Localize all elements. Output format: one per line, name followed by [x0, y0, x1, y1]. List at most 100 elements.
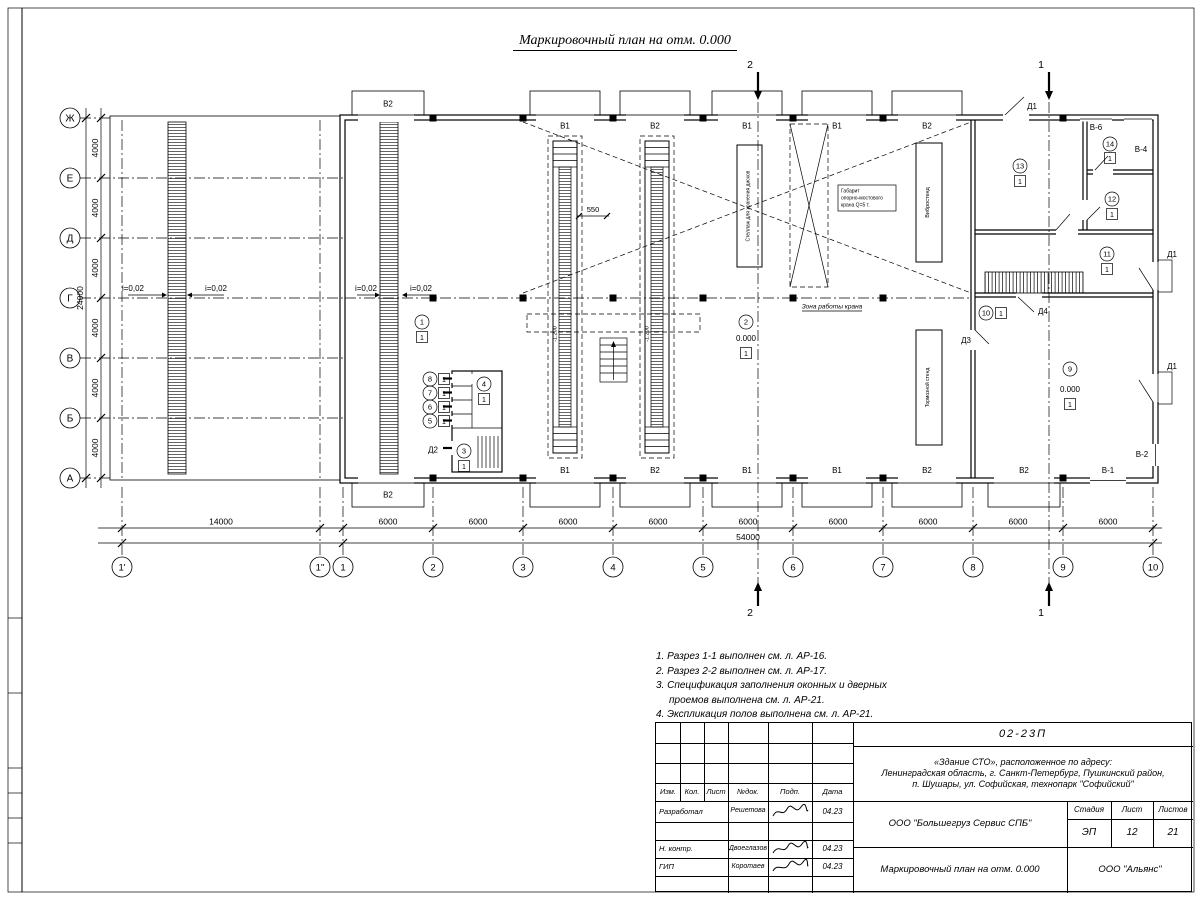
gate-label: В2: [383, 100, 393, 109]
axis-row-label: Ж: [65, 114, 75, 125]
columns: [429, 114, 1067, 482]
dim-label: 6000: [1099, 517, 1118, 527]
hall-stair: [599, 337, 628, 383]
dim-label: 6000: [829, 517, 848, 527]
object-address-line: «Здание СТО», расположенное по адресу:: [934, 756, 1112, 767]
object-address-line: Ленинградская область, г. Санкт-Петербур…: [881, 767, 1165, 778]
role-cell: ГИП: [659, 862, 674, 872]
room-number: 6: [428, 403, 432, 412]
note-line: 1. Разрез 1-1 выполнен см. л. АР-16.: [656, 651, 828, 662]
floor-type-mark: 1: [482, 397, 486, 404]
dim-label: 6000: [1009, 517, 1028, 527]
room-number: 4: [482, 380, 486, 389]
floor-type-mark: 1: [420, 335, 424, 342]
gates-top: В2 В1 В2 В1 В1 В2: [351, 90, 963, 131]
axis-col-label: 9: [1060, 563, 1065, 574]
door-label: Д1: [1167, 362, 1177, 371]
shelf-outline: [736, 144, 763, 268]
dim-label: 6000: [739, 517, 758, 527]
equipment: Стеллаж для хранения дисков Габарит опор…: [736, 123, 943, 446]
door-label: Д2: [428, 446, 438, 455]
room-number: 9: [1068, 365, 1072, 374]
axis-col-label: 1': [118, 563, 125, 574]
gate-label: В1: [560, 466, 570, 475]
doc-number: 02-23П: [998, 727, 1048, 740]
signature: [770, 858, 810, 881]
stage-header: Стадия: [1074, 805, 1104, 814]
elevation-mark: 0.000: [1060, 385, 1081, 394]
slope-label: i=0,02: [205, 284, 228, 293]
floor-type-mark: 1: [999, 311, 1003, 318]
crane-note-line: Габарит: [841, 189, 860, 195]
drain-strip: [167, 121, 187, 475]
section-number: 2: [747, 59, 753, 71]
section-number: 1: [1038, 607, 1044, 619]
floor-type-mark: 1: [462, 464, 466, 471]
axis-row-label: А: [67, 474, 74, 485]
role-cell: Н. контр.: [659, 844, 693, 854]
date-cell: 04.23: [822, 862, 843, 871]
axis-row-label: Г: [67, 294, 73, 305]
door-label: Д3: [961, 336, 971, 345]
crane-outline: [789, 123, 829, 288]
gate-label: В2: [650, 466, 660, 475]
dim-label: 4000: [90, 438, 100, 457]
axis-row-label: Б: [67, 414, 74, 425]
dim-total-label: 54000: [736, 532, 760, 542]
window-label: В-1: [1102, 466, 1115, 475]
gate-label: В2: [1019, 466, 1029, 475]
axis-row-label: В: [67, 354, 74, 365]
signature: [770, 803, 810, 826]
rev-header: Подп.: [780, 787, 800, 797]
pit-depth-label: -1.200: [553, 326, 559, 342]
sheets-header: Листов: [1158, 805, 1188, 814]
service-pit-2: -1.200: [639, 135, 675, 459]
dim-label: 6000: [469, 517, 488, 527]
window-label: В-2: [1136, 450, 1149, 459]
axis-col-label: 2: [430, 563, 435, 574]
room-number: 3: [462, 447, 466, 456]
sheet-title: Маркировочный план на отм. 0.000: [880, 864, 1040, 876]
room-number: 14: [1106, 140, 1114, 149]
date-cell: 04.23: [822, 806, 843, 816]
floor-type-mark: 1: [442, 377, 446, 384]
room-number: 7: [428, 389, 432, 398]
gate-label: В1: [560, 122, 570, 131]
room-marks: 1 1 2 0.000 1 3 1 4 1 5 6 7 8 9 0.000 1 …: [414, 136, 1120, 472]
rev-header: №док.: [736, 787, 760, 797]
room-number: 12: [1108, 195, 1116, 204]
equipment-label: Тормозной стенд: [924, 368, 931, 408]
crane-zone-label: Зона работы крана: [802, 303, 863, 311]
grid-axes: Ж Е Д Г В Б А 1' 1" 1 2 3 4 5 6 7 8 9 10: [59, 107, 1164, 578]
section-number: 1: [1038, 59, 1044, 71]
elevation-mark: 0.000: [736, 334, 757, 343]
gates-bottom: В2 В1 В2 В1 В1 В2 В2 В-1: [351, 466, 1126, 508]
door-label: Д1: [1167, 250, 1177, 259]
room-number: 10: [982, 309, 990, 318]
note-line: 4. Экспликация полов выполнена см. л. АР…: [656, 709, 874, 720]
rev-header: Изм.: [660, 787, 676, 797]
axis-row-label: Е: [67, 174, 74, 185]
floor-type-mark: 1: [1110, 212, 1114, 219]
floor-type-mark: 1: [1068, 402, 1072, 409]
dim-label: 4000: [90, 258, 100, 277]
window-label: В-4: [1135, 145, 1148, 154]
stage-value: ЭП: [1081, 826, 1097, 838]
equipment-label: Стеллаж для хранения дисков: [746, 170, 752, 241]
equipment-label: Вибростенд: [925, 186, 931, 217]
floor-type-mark: 1: [442, 419, 446, 426]
sheet-frame: [7, 7, 1195, 893]
sheet-header: Лист: [1121, 805, 1143, 814]
dim-label: 6000: [379, 517, 398, 527]
right-block: Д1 В-6 В-4 Д1 Д1 В-2 Д3 Д4: [961, 96, 1177, 478]
dim-label: 6000: [919, 517, 938, 527]
axis-row-label: Д: [67, 234, 74, 245]
slope-label: i=0,02: [122, 284, 145, 293]
name-cell: Решетова: [730, 807, 766, 815]
axis-col-label: 5: [700, 563, 705, 574]
axis-col-label: 1: [340, 563, 345, 574]
note-line: 3. Спецификация заполнения оконных и две…: [656, 680, 887, 691]
dim-label: 4000: [90, 318, 100, 337]
gate-label: В2: [383, 491, 393, 500]
